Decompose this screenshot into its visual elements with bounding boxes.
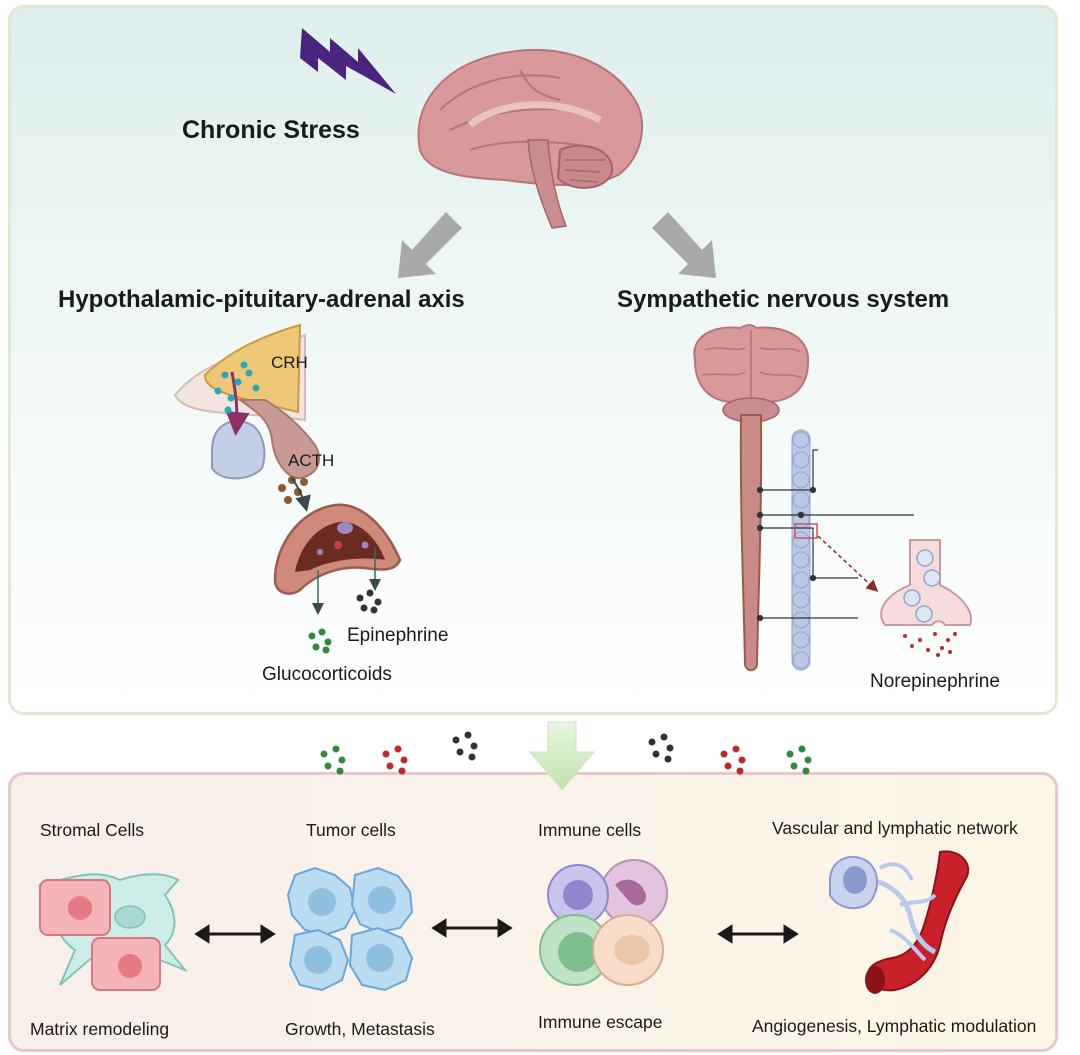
acth-label: ACTH [288,451,335,470]
crh-dots [214,361,260,414]
dot-cluster-red-right [720,745,746,775]
stromal-cells-title: Stromal Cells [40,820,145,840]
acth-dots [278,476,308,504]
lightning-icon [300,28,396,94]
hypothalamus-pituitary-icon [173,323,320,480]
tumor-nuclei [304,886,396,974]
angiogenesis-label: Angiogenesis, Lymphatic modulation [752,1016,1037,1036]
spinal-cord-icon [739,414,763,672]
synapse-highlight-box [794,523,818,539]
matrix-remodeling-label: Matrix remodeling [30,1019,170,1039]
stromal-cells-icon [37,873,189,991]
brain-frontal-icon [693,324,810,423]
growth-metastasis-label: Growth, Metastasis [285,1019,435,1039]
sns-title: Sympathetic nervous system [617,286,950,313]
nerve-fibers [756,449,914,622]
synapse-terminal-icon [880,539,972,626]
tumor-cells-icon [286,866,414,992]
glucocorticoids-label: Glucocorticoids [262,664,392,685]
zoom-arrow [817,535,879,593]
acth-arrow [291,477,311,512]
glucocorticoid-dots [308,628,332,654]
dot-cluster-red-left [382,745,408,775]
down-arrow-to-tme [528,721,596,791]
vascular-network-icon [829,850,970,994]
chronic-stress-title: Chronic Stress [182,116,360,144]
arrow-to-sns [652,212,716,278]
norepinephrine-dots [903,632,957,657]
brain-sagittal-icon [417,49,644,229]
crh-label: CRH [271,353,308,372]
adrenal-gland-icon [273,503,402,615]
dot-cluster-black-left [452,731,478,761]
immune-escape-label: Immune escape [538,1012,663,1032]
immune-cells-icon [539,859,668,986]
dot-cluster-green-right [786,745,812,775]
tumor-cells-title: Tumor cells [306,820,396,840]
dot-cluster-green-left [320,745,346,775]
norepinephrine-label: Norepinephrine [870,671,1000,692]
vascular-network-title: Vascular and lymphatic network [772,818,1018,838]
tumor-microenvironment-panel [8,772,1058,1052]
epinephrine-dots [356,589,382,614]
arrow-to-hpa [398,212,462,278]
epinephrine-label: Epinephrine [347,625,449,646]
hormone-dots-row [320,731,812,775]
immune-cells-title: Immune cells [538,820,642,840]
interaction-arrows [194,918,799,944]
hpa-axis-title: Hypothalamic-pituitary-adrenal axis [58,286,465,313]
dot-cluster-black-right [648,733,674,763]
